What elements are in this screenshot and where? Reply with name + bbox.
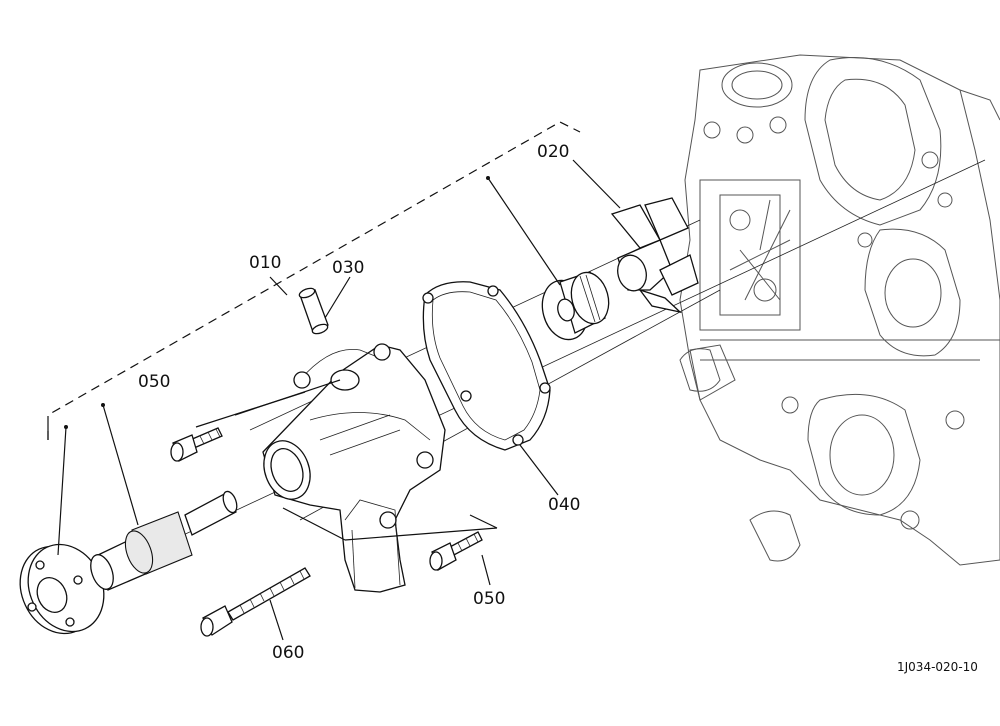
callout-050-lower: 050: [473, 589, 505, 609]
callout-040: 040: [548, 495, 580, 515]
engine-block: [679, 54, 1000, 566]
water-pump-body: [262, 343, 446, 593]
long-bolt: [200, 567, 311, 637]
bolt-upper: [170, 427, 223, 462]
gasket: [422, 281, 551, 451]
assembly-bracket: [47, 121, 581, 440]
callout-030: 030: [332, 258, 364, 278]
callout-050-upper: 050: [138, 372, 170, 392]
pulley-flange: [19, 543, 105, 635]
callout-060: 060: [272, 643, 304, 663]
bolt-lower: [429, 531, 483, 571]
mechanical-seal: [541, 271, 610, 341]
callout-020: 020: [537, 142, 569, 162]
impeller: [610, 197, 699, 314]
shaft-bearing: [90, 490, 238, 591]
drawing-code: 1J034-020-10: [897, 660, 978, 674]
dowel-pin: [298, 287, 329, 335]
leader-lines: [57, 159, 621, 641]
callout-010: 010: [249, 253, 281, 273]
